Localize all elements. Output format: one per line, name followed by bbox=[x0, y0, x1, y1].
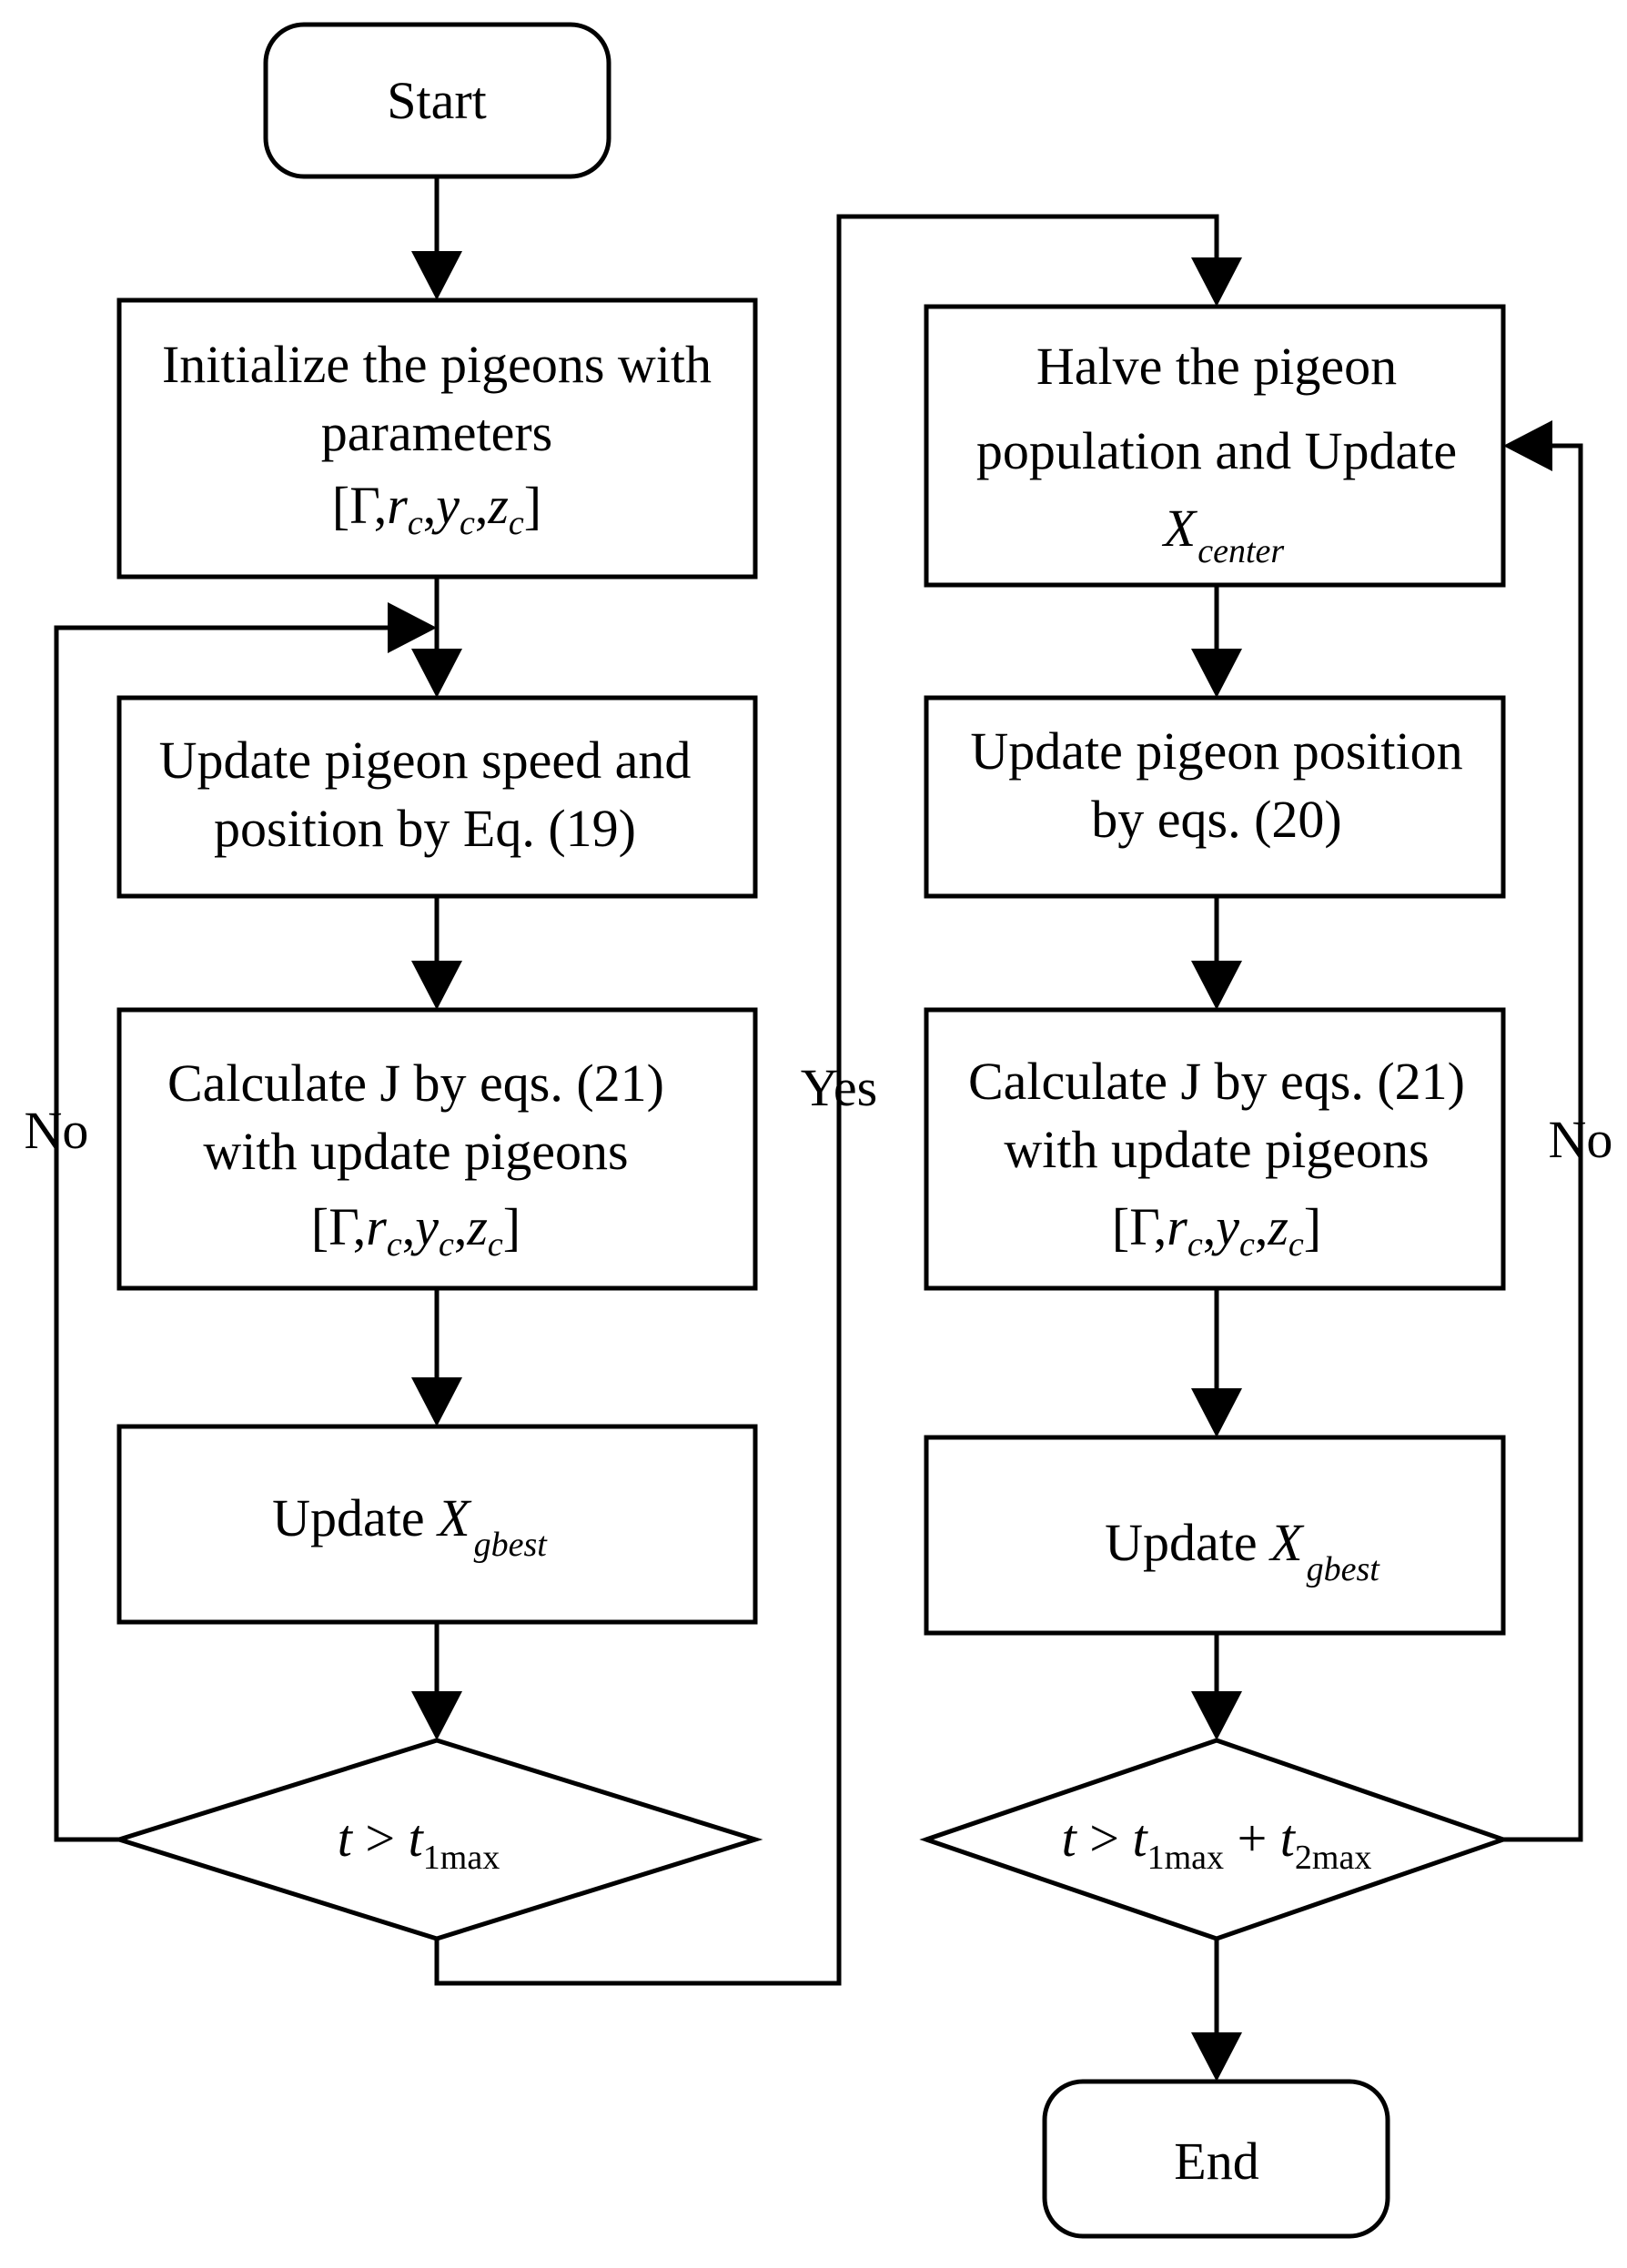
condition-left-label: t > t1max bbox=[338, 1809, 500, 1877]
edge-condition-to-end bbox=[1191, 1939, 1242, 2082]
calculate-right-line-2: with update pigeons bbox=[1004, 1120, 1429, 1179]
halve-line-1: Halve the pigeon bbox=[1036, 337, 1397, 396]
calculate-left-line-2: with update pigeons bbox=[203, 1122, 628, 1181]
edge-calculate-to-update-gbest-left bbox=[411, 1288, 462, 1426]
condition-right-node: t > t1max + t2max bbox=[919, 1738, 1511, 1941]
update-position-node: Update pigeon position by eqs. (20) bbox=[924, 695, 1506, 899]
calculate-right-params: [Γ,rc,yc,zc] bbox=[1112, 1197, 1321, 1264]
update-position-line-1: Update pigeon position bbox=[970, 721, 1462, 781]
calculate-left-line-1: Calculate J by eqs. (21) bbox=[167, 1053, 664, 1113]
edge-label-no-left: No bbox=[25, 1101, 89, 1160]
edge-label-yes: Yes bbox=[801, 1058, 877, 1117]
initialize-params: [Γ,rc,yc,zc] bbox=[332, 476, 541, 542]
halve-variable: Xcenter bbox=[1162, 499, 1285, 570]
calculate-left-params: [Γ,rc,yc,zc] bbox=[311, 1197, 520, 1264]
halve-node: Halve the pigeon population and Update X… bbox=[924, 304, 1506, 588]
calculate-right-node: Calculate J by eqs. (21) with update pig… bbox=[924, 1007, 1506, 1291]
halve-line-2: population and Update bbox=[976, 421, 1457, 480]
edge-update-position-to-calculate bbox=[1191, 896, 1242, 1010]
end-label: End bbox=[1174, 2132, 1258, 2191]
edge-update-gbest-right-to-condition bbox=[1191, 1633, 1242, 1740]
update-position-line-2: by eqs. (20) bbox=[1091, 790, 1341, 849]
edge-calculate-to-update-gbest-right bbox=[1191, 1288, 1242, 1437]
edge-start-to-initialize bbox=[411, 176, 462, 300]
update-speed-line-2: position by Eq. (19) bbox=[214, 799, 636, 858]
update-speed-line-1: Update pigeon speed and bbox=[159, 731, 692, 790]
start-label: Start bbox=[387, 71, 487, 130]
start-node: Start bbox=[263, 22, 611, 179]
calculate-right-line-1: Calculate J by eqs. (21) bbox=[968, 1052, 1465, 1111]
edge-no-loop-left bbox=[54, 602, 437, 1842]
edge-yes-to-halve bbox=[434, 214, 1242, 1986]
initialize-node: Initialize the pigeons with parameters [… bbox=[116, 297, 758, 580]
condition-right-label: t > t1max + t2max bbox=[1062, 1809, 1372, 1877]
initialize-line-2: parameters bbox=[321, 403, 552, 462]
edge-update-speed-to-calculate bbox=[411, 896, 462, 1010]
edge-label-no-right: No bbox=[1549, 1110, 1613, 1169]
edge-update-gbest-left-to-condition bbox=[411, 1622, 462, 1740]
update-speed-node: Update pigeon speed and position by Eq. … bbox=[116, 695, 758, 899]
calculate-left-node: Calculate J by eqs. (21) with update pig… bbox=[116, 1007, 758, 1291]
initialize-line-1: Initialize the pigeons with bbox=[162, 335, 712, 394]
edge-initialize-to-update-speed bbox=[411, 577, 462, 698]
end-node: End bbox=[1042, 2079, 1390, 2239]
condition-left-node: t > t1max bbox=[111, 1738, 763, 1941]
edge-halve-to-update-position bbox=[1191, 585, 1242, 698]
edge-no-loop-right bbox=[1503, 420, 1583, 1842]
